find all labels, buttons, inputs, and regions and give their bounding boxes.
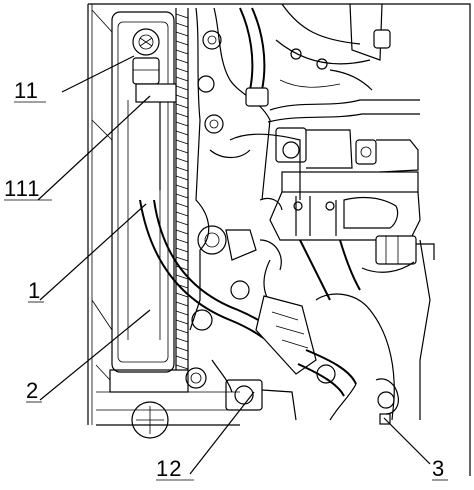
leader-lines — [37, 55, 431, 475]
leader-12 — [189, 391, 255, 475]
radiator-fin — [175, 337, 189, 343]
side-panel-hatch — [91, 9, 113, 381]
radiator-fin — [175, 148, 189, 154]
radiator-fin — [175, 193, 189, 199]
callout-111: 111 — [4, 176, 40, 201]
radiator-fin — [175, 139, 189, 145]
callout-3: 3 — [432, 456, 445, 481]
radiator-fin — [175, 202, 189, 208]
manifold — [315, 239, 431, 425]
radiator-fin — [175, 103, 189, 109]
radiator-fin — [175, 265, 189, 271]
callout-12: 12 — [156, 456, 182, 481]
connector-housing — [255, 295, 357, 397]
radiator-fin — [175, 346, 189, 352]
radiator-fin — [175, 121, 189, 127]
radiator-fin — [175, 220, 189, 226]
radiator-fin — [175, 328, 189, 334]
cable-harness — [263, 235, 435, 313]
radiator-fin — [175, 130, 189, 136]
sensor-cap — [132, 28, 177, 103]
radiator-fin — [175, 274, 189, 280]
radiator-fin — [175, 67, 189, 73]
radiator-fin — [175, 22, 189, 28]
radiator-fin — [175, 58, 189, 64]
radiator-fin — [175, 40, 189, 46]
callout-2: 2 — [26, 378, 39, 403]
radiator-fins — [175, 8, 189, 370]
callout-11: 11 — [14, 78, 39, 103]
radiator-tank — [96, 11, 240, 411]
callout-1: 1 — [28, 278, 41, 303]
radiator-fin — [175, 319, 189, 325]
upper-pipes — [239, 3, 420, 123]
radiator-fin — [175, 247, 189, 253]
radiator-fin — [175, 229, 189, 235]
lower-components — [96, 359, 297, 439]
radiator-fin — [175, 76, 189, 82]
radiator-fin — [175, 355, 189, 361]
radiator-fin — [175, 13, 189, 19]
radiator-fin — [175, 94, 189, 100]
radiator-fin — [175, 157, 189, 163]
leader-2 — [39, 309, 151, 401]
radiator-fin — [175, 31, 189, 37]
radiator-fin — [175, 166, 189, 172]
leader-3 — [383, 417, 431, 465]
radiator-fin — [175, 49, 189, 55]
radiator-fin — [175, 292, 189, 298]
radiator-fin — [175, 256, 189, 262]
radiator-fin — [175, 310, 189, 316]
engine-block — [185, 7, 301, 389]
radiator-fin — [175, 301, 189, 307]
radiator-fin — [175, 175, 189, 181]
callout-labels: 11 111 1 2 12 3 — [4, 78, 448, 481]
leader-11 — [61, 55, 135, 93]
leader-111 — [37, 95, 151, 201]
radiator-fin — [175, 364, 189, 370]
bracket-assembly — [259, 127, 421, 241]
leader-1 — [39, 203, 147, 301]
drawing-frame — [87, 3, 471, 476]
radiator-fin — [175, 184, 189, 190]
radiator-fin — [175, 238, 189, 244]
radiator-fin — [175, 112, 189, 118]
radiator-fin — [175, 85, 189, 91]
radiator-fin — [175, 211, 189, 217]
